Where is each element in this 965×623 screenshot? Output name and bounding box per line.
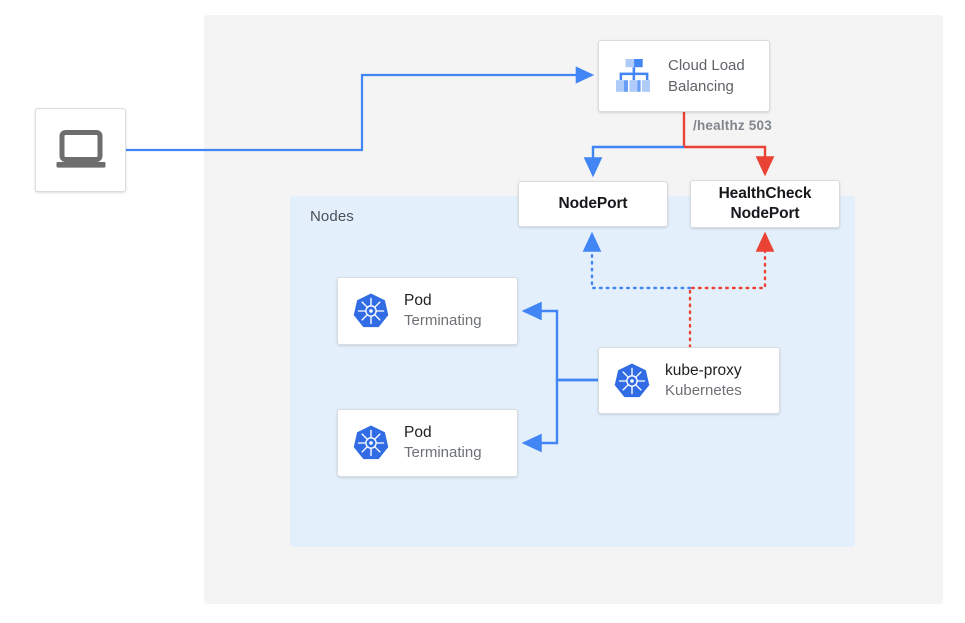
healthcheck-nodeport-label: HealthCheck NodePort xyxy=(719,184,812,224)
healthcheck-nodeport-label-line1: HealthCheck xyxy=(718,185,812,202)
healthcheck-nodeport-node[interactable]: HealthCheck NodePort xyxy=(690,180,840,228)
nodeport-label: NodePort xyxy=(558,195,628,212)
pod-node-2[interactable]: Pod Terminating xyxy=(337,409,518,477)
laptop-icon xyxy=(56,130,105,168)
healthz-503-edge-label: /healthz 503 xyxy=(693,118,772,133)
kubernetes-icon xyxy=(353,293,389,328)
cloud-load-balancing-node[interactable]: Cloud Load Balancing xyxy=(598,40,770,112)
pod-2-title: Pod xyxy=(404,424,432,441)
pod-2-text: Pod Terminating xyxy=(404,423,482,463)
cloud-load-balancing-label-line2: Balancing xyxy=(668,78,734,95)
kubernetes-icon xyxy=(353,425,389,460)
kubernetes-icon xyxy=(614,363,650,397)
pod-1-status: Terminating xyxy=(404,312,482,329)
pod-2-status: Terminating xyxy=(404,444,482,461)
cloud-load-balancing-icon xyxy=(616,59,650,92)
kube-proxy-subtitle: Kubernetes xyxy=(665,381,742,399)
kube-proxy-text: kube-proxy Kubernetes xyxy=(665,361,742,401)
kube-proxy-node[interactable]: kube-proxy Kubernetes xyxy=(598,347,780,414)
nodes-region-label: Nodes xyxy=(310,208,354,225)
cloud-load-balancing-label: Cloud Load Balancing xyxy=(668,55,745,97)
nodeport-node[interactable]: NodePort xyxy=(518,181,668,227)
pod-1-text: Pod Terminating xyxy=(404,291,482,331)
pod-1-title: Pod xyxy=(404,292,432,309)
client-laptop-node[interactable] xyxy=(35,108,126,192)
pod-node-1[interactable]: Pod Terminating xyxy=(337,277,518,345)
healthcheck-nodeport-label-line2: NodePort xyxy=(730,205,800,222)
cloud-load-balancing-label-line1: Cloud Load xyxy=(668,57,745,74)
kube-proxy-title: kube-proxy xyxy=(665,361,742,379)
